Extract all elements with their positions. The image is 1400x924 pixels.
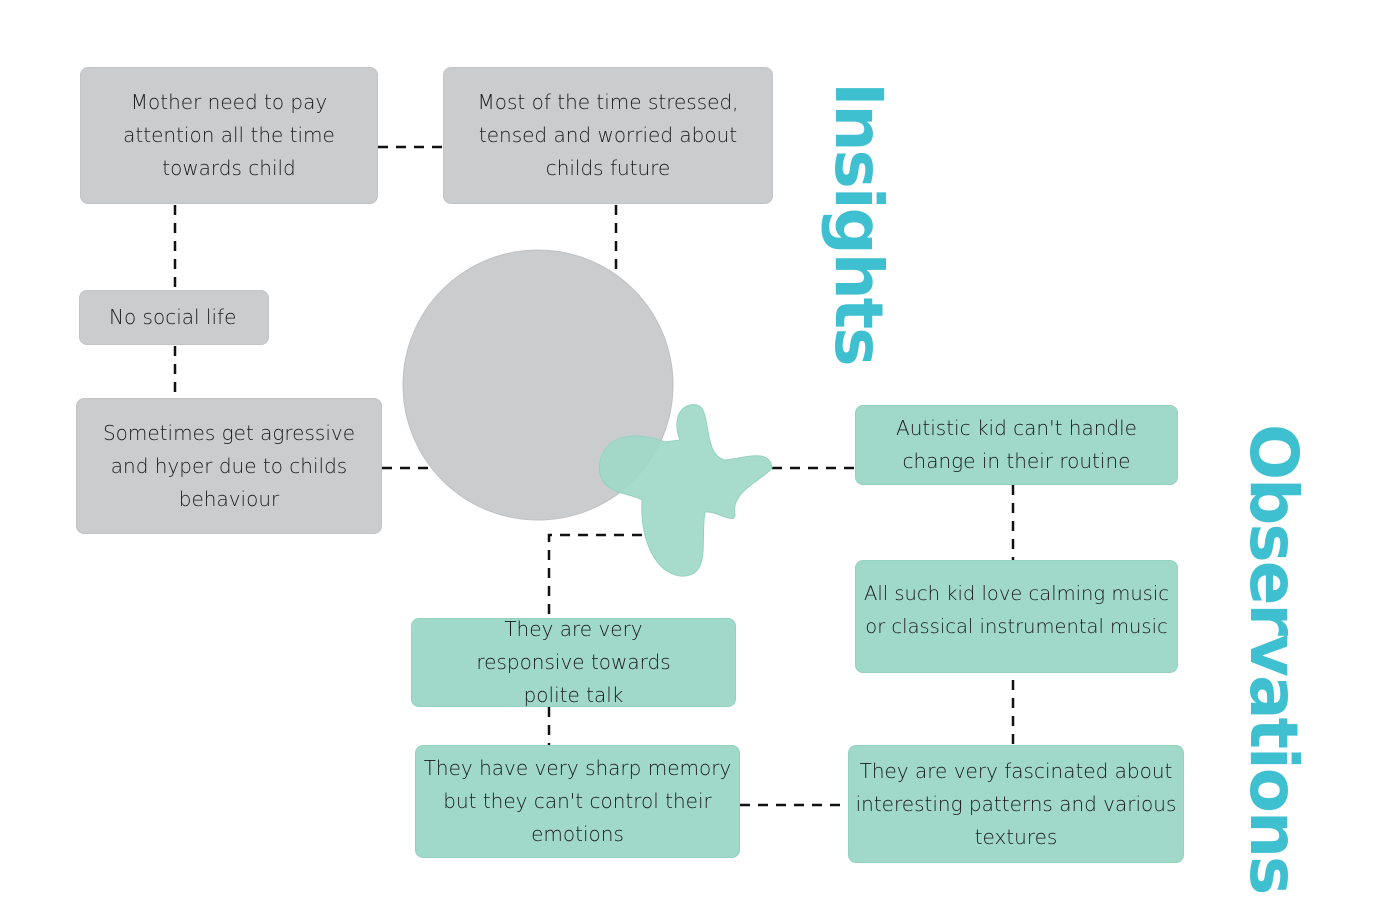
observation-card: All such kid love calming music or class… (855, 560, 1178, 673)
observation-card: Autistic kid can't handle change in thei… (855, 405, 1178, 485)
insight-card: No social life (79, 290, 269, 345)
insight-text: Most of the time stressed, tensed and wo… (477, 90, 739, 180)
observation-card: They are very responsive towards polite … (411, 617, 736, 707)
observation-card: They have very sharp memory but they can… (415, 745, 740, 858)
insights-heading: Insights (820, 82, 897, 365)
observation-text: They are very responsive towards polite … (476, 617, 671, 707)
insight-card: Mother need to pay attention all the tim… (80, 67, 378, 204)
insight-card: Most of the time stressed, tensed and wo… (443, 67, 773, 204)
insight-card: Sometimes get agressive and hyper due to… (76, 398, 382, 534)
insight-text: Sometimes get agressive and hyper due to… (102, 420, 356, 511)
center-blob (599, 404, 773, 577)
observation-text: All such kid love calming music or class… (864, 582, 1169, 638)
observation-card: They are very fascinated about interesti… (848, 745, 1184, 863)
connector (547, 533, 642, 618)
insight-text: Mother need to pay attention all the tim… (123, 90, 335, 180)
insight-text: No social life (109, 305, 237, 329)
observations-heading: Observations (1235, 424, 1312, 894)
observation-text: They are very fascinated about interesti… (855, 758, 1177, 849)
observation-text: They have very sharp memory but they can… (423, 756, 732, 846)
observation-text: Autistic kid can't handle change in thei… (896, 416, 1137, 473)
